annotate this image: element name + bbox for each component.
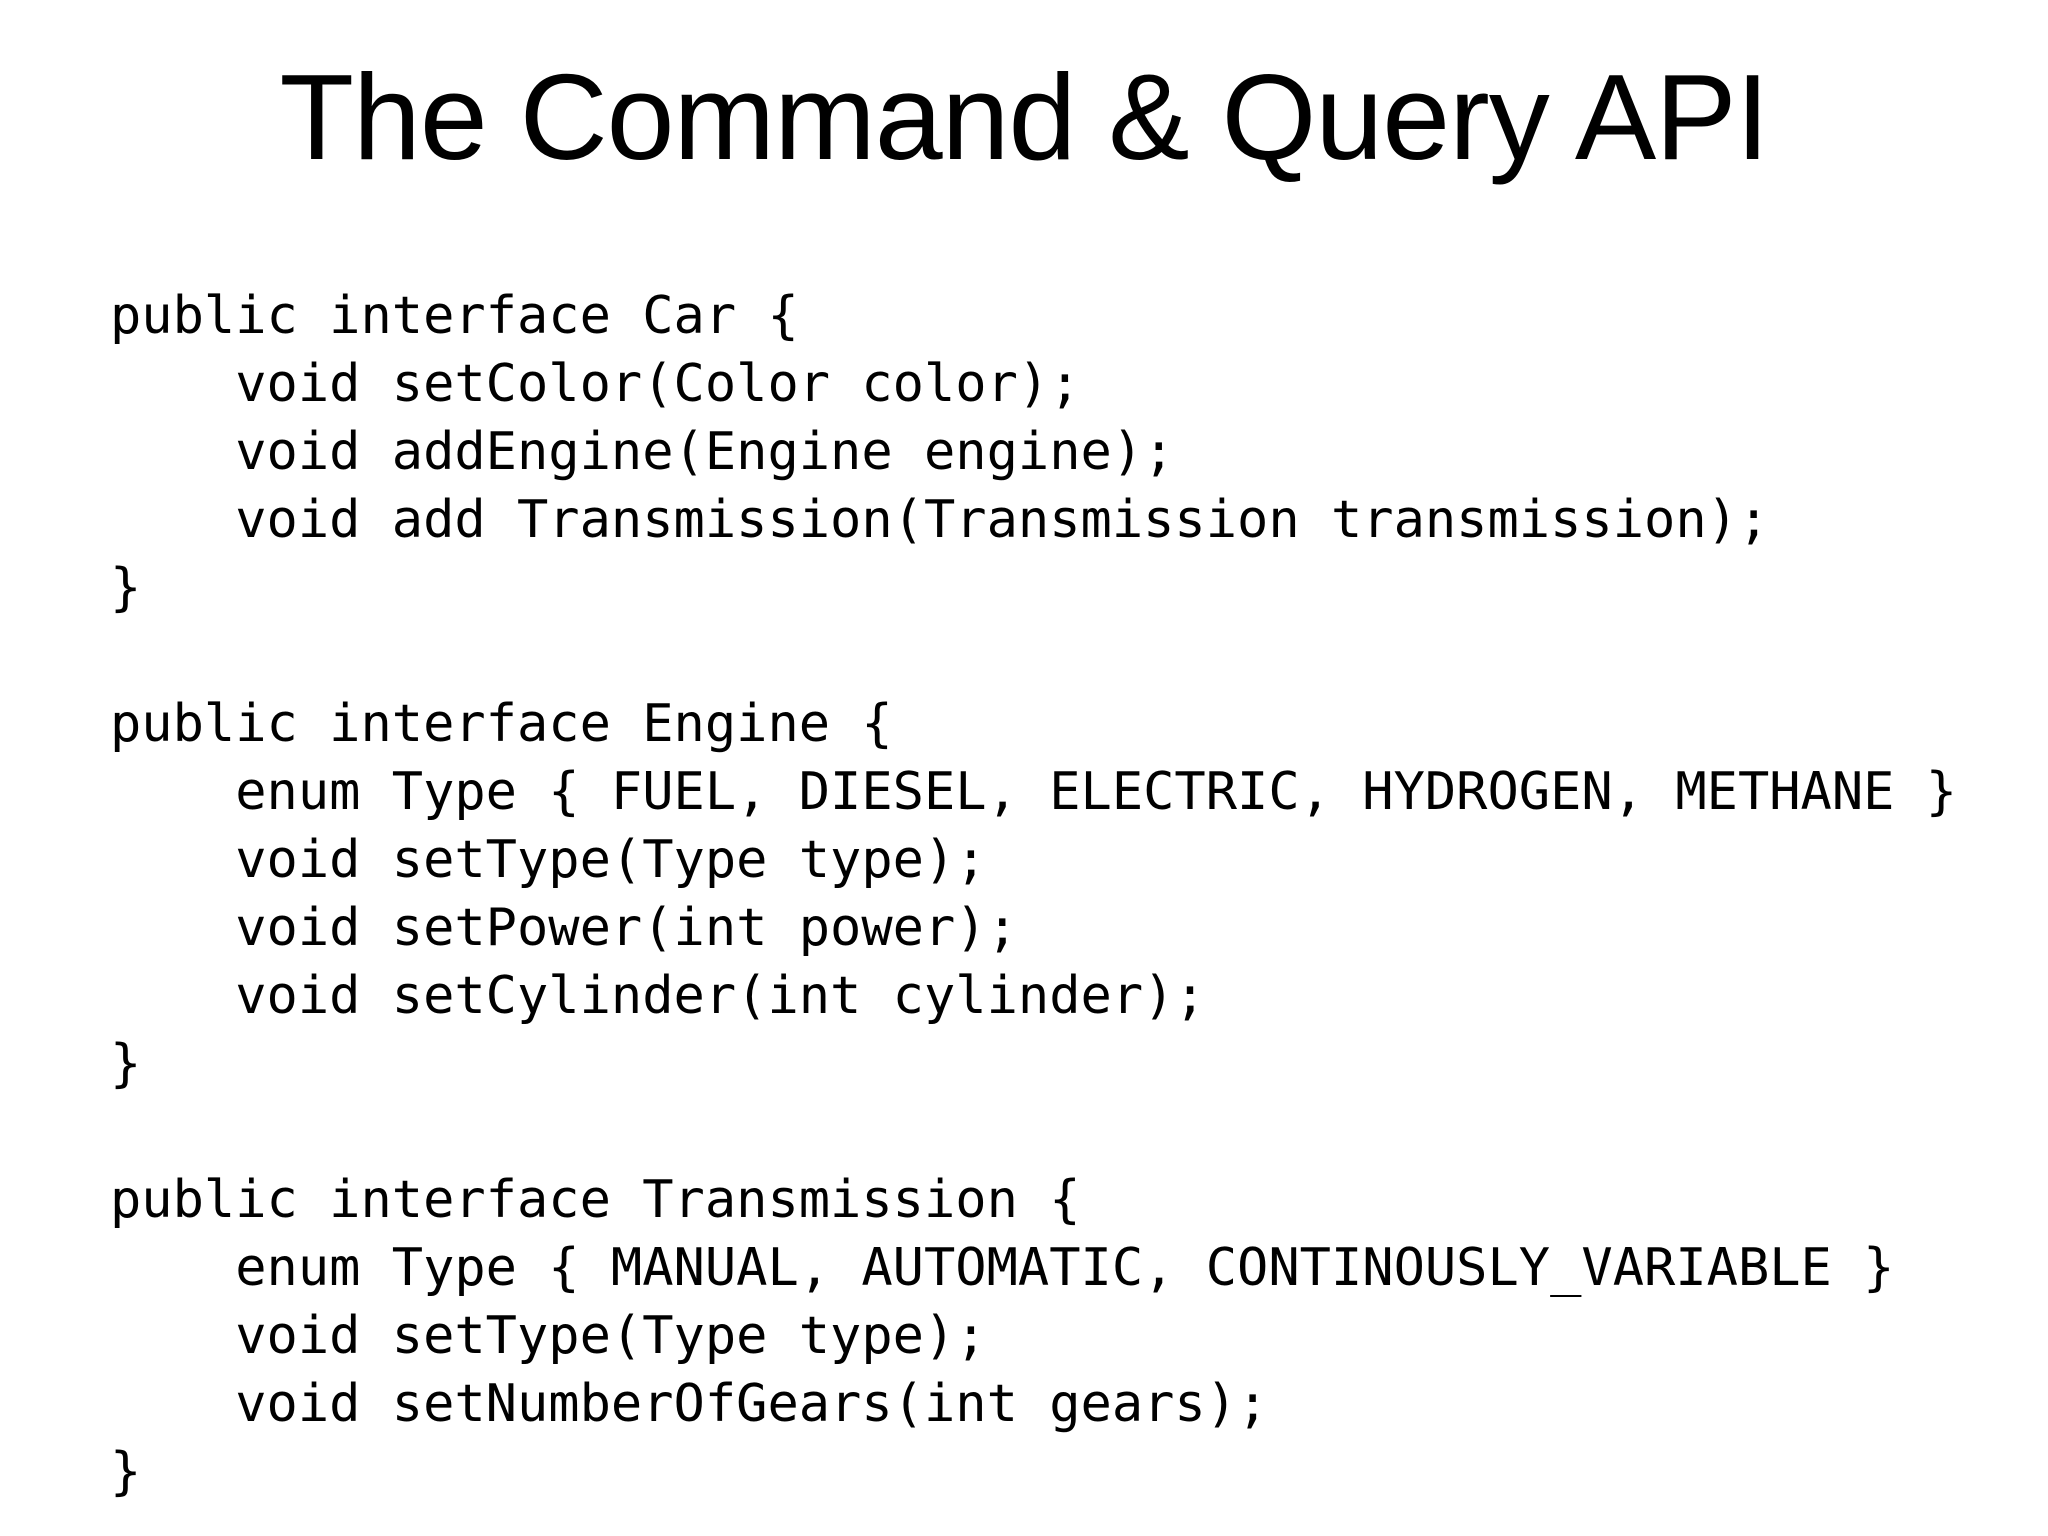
code-block-transmission-interface: public interface Transmission { enum Typ…	[110, 1170, 1895, 1503]
code-block-engine-interface: public interface Engine { enum Type { FU…	[110, 694, 1958, 1095]
code-block-car-interface: public interface Car { void setColor(Col…	[110, 286, 1770, 619]
code-area: public interface Car { void setColor(Col…	[110, 282, 2048, 1506]
slide-title: The Command & Query API	[279, 49, 1769, 185]
